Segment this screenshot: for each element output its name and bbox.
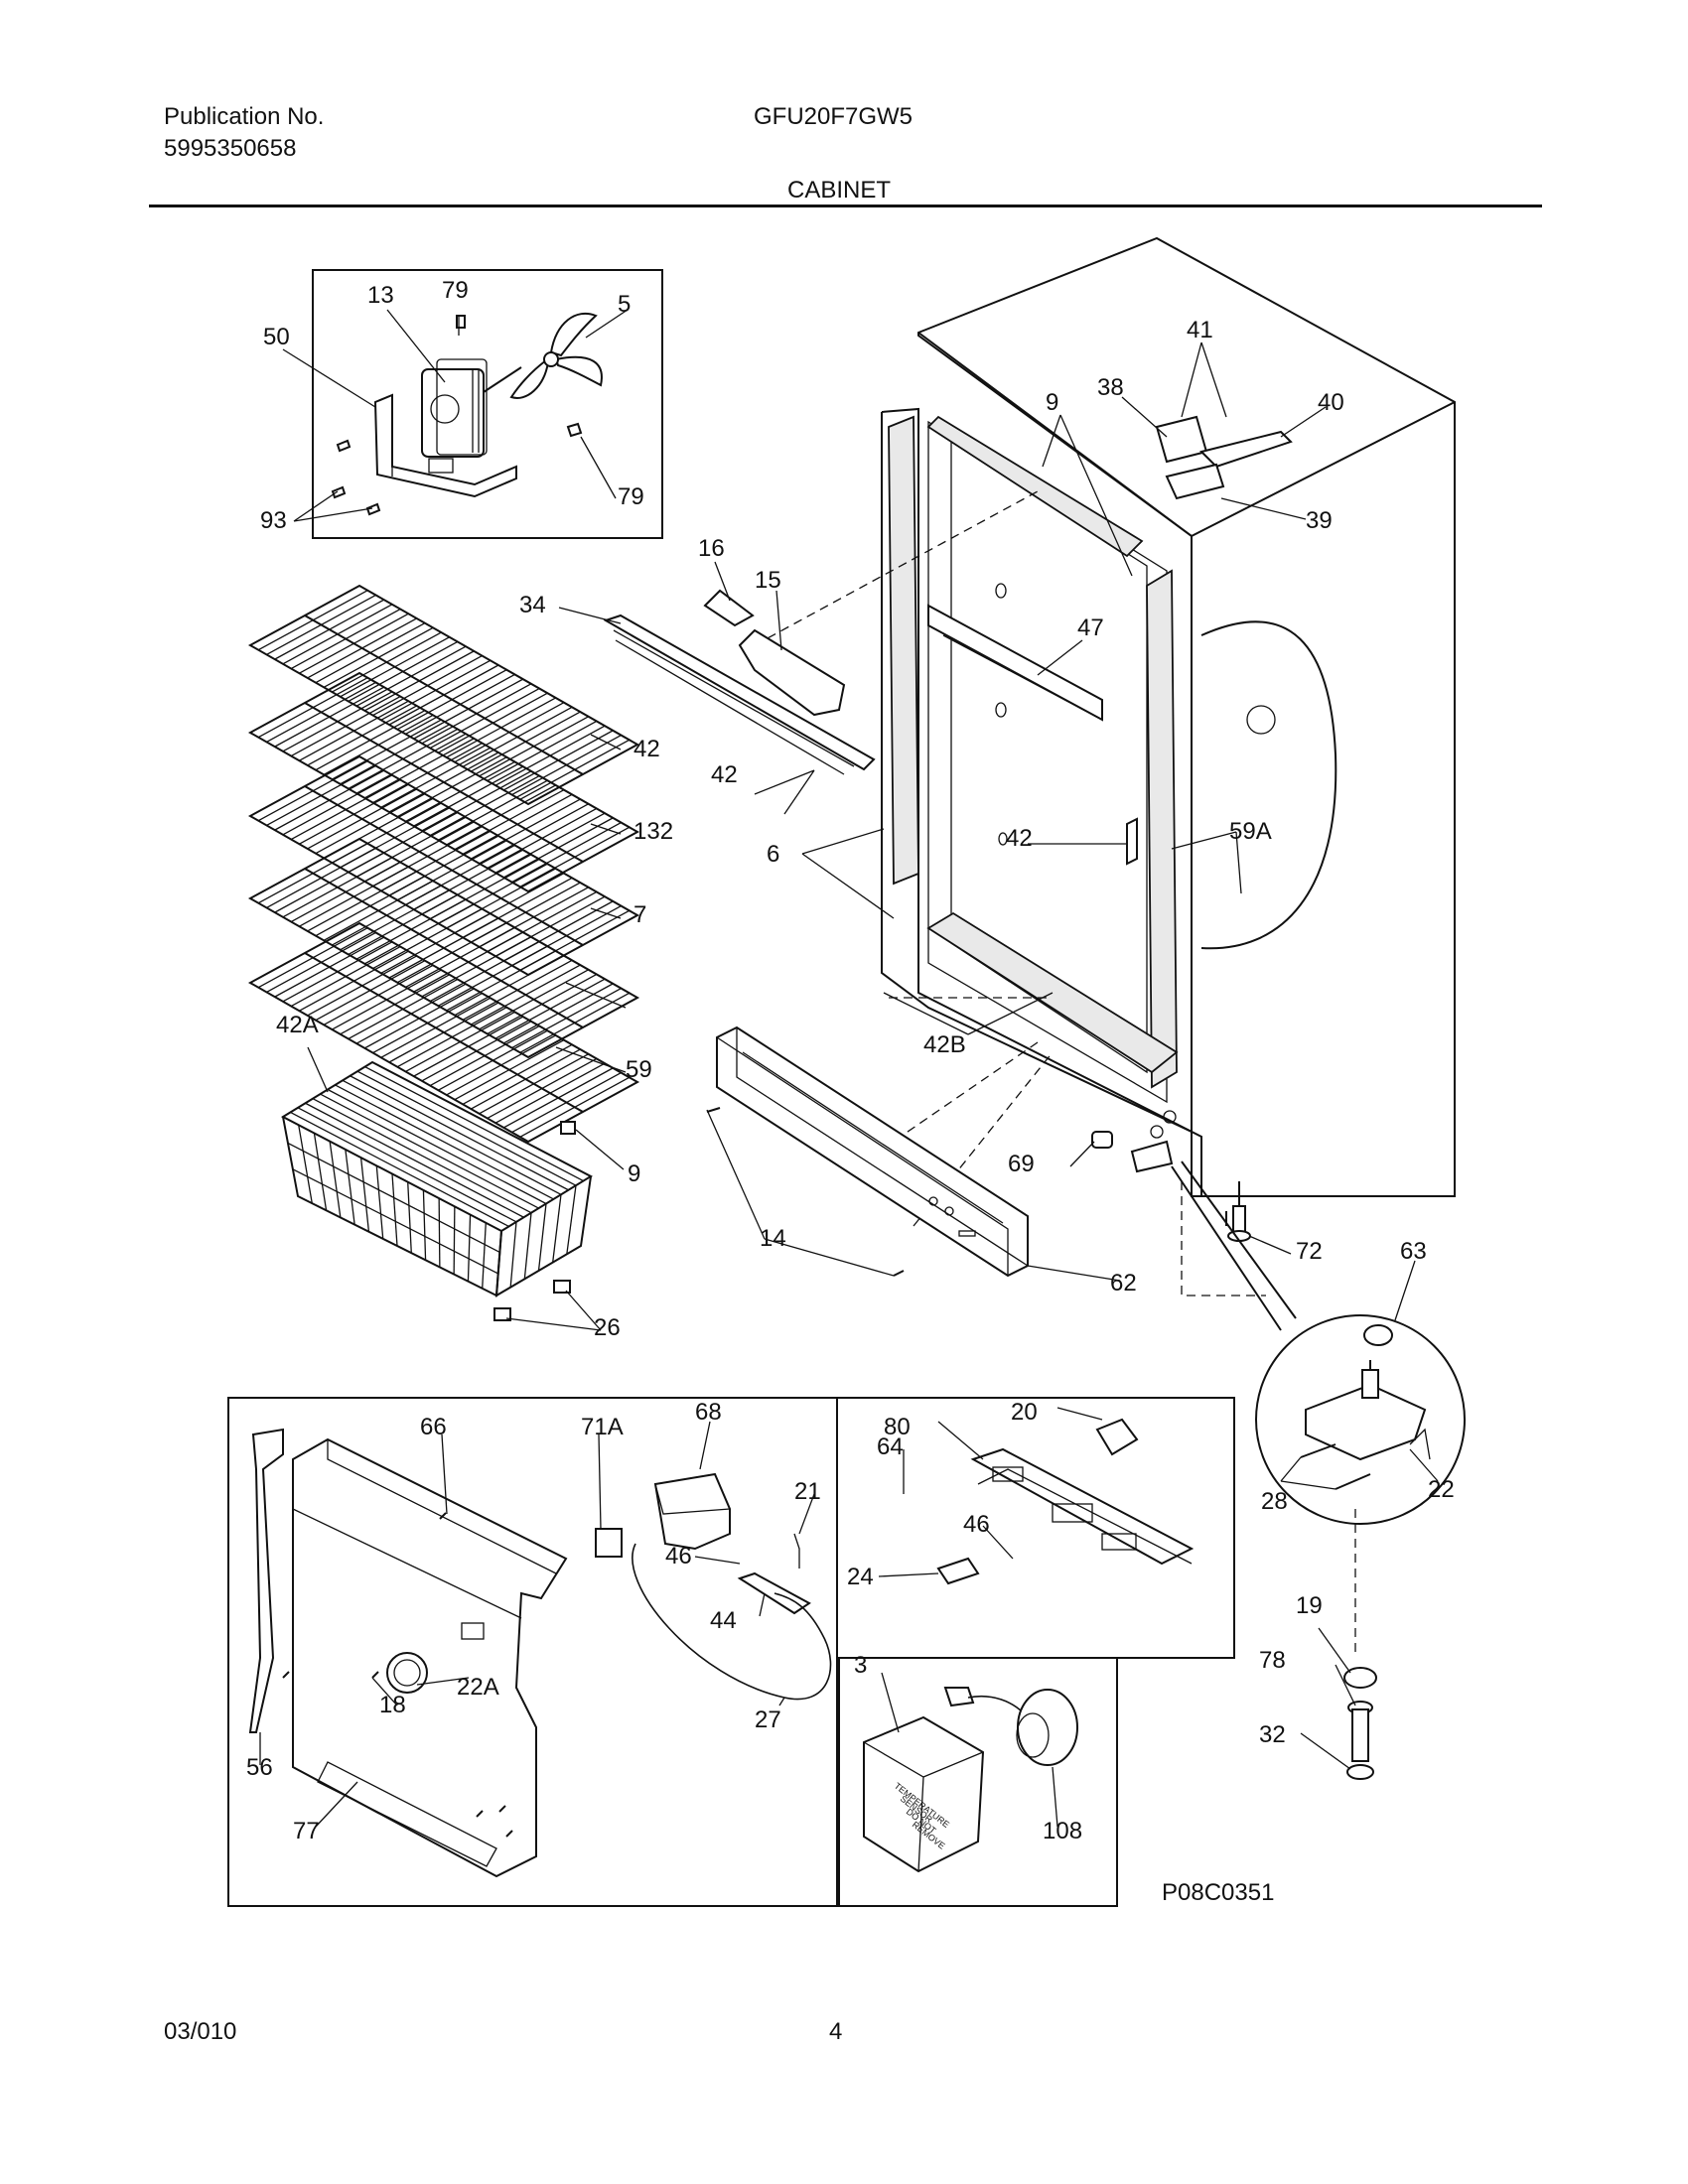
callout-label: 16 (698, 535, 725, 562)
temperature-sensor-inset-frame (838, 1657, 1118, 1907)
wire-shelf (247, 671, 640, 893)
callout-label: 38 (1097, 374, 1124, 401)
header-rule (149, 205, 1542, 207)
callout-label: 13 (367, 282, 394, 309)
callout-label: 80 (884, 1414, 911, 1440)
callout-label: 63 (1400, 1238, 1427, 1265)
callout-label: 78 (1259, 1647, 1286, 1674)
publication-label: Publication No. (164, 103, 325, 130)
section-title: CABINET (787, 177, 892, 204)
motor-bracket (373, 393, 517, 498)
callout-label: 77 (293, 1818, 320, 1844)
inset-screws (331, 315, 583, 516)
callout-label: 132 (633, 818, 673, 845)
lower-hinge-parts (1091, 1131, 1193, 1171)
callout-label: 19 (1296, 1592, 1323, 1619)
page-number: 4 (829, 2018, 843, 2045)
leveling-leg (1343, 1667, 1377, 1780)
footer-date: 03/010 (164, 2018, 237, 2045)
light-tray (603, 589, 876, 775)
diagram-code: P08C0351 (1162, 1879, 1275, 1906)
callout-label: 46 (665, 1543, 692, 1570)
callout-label: 72 (1296, 1238, 1323, 1265)
callout-label: 3 (854, 1652, 867, 1679)
callout-label: 69 (1008, 1151, 1035, 1177)
callout-label: 50 (263, 324, 290, 350)
callout-label: 22 (1428, 1476, 1455, 1503)
callout-label: 7 (633, 901, 646, 928)
cabinet-body (881, 236, 1456, 1242)
callout-label: 32 (1259, 1721, 1286, 1748)
callout-label: 18 (379, 1692, 406, 1718)
callout-label: 79 (442, 277, 469, 304)
light-switch-inset (836, 1397, 1235, 1659)
wire-shelf (247, 921, 640, 1144)
callout-label: 44 (710, 1607, 737, 1634)
callout-label: 28 (1261, 1488, 1288, 1515)
callout-label: 6 (767, 841, 779, 868)
callout-label: 5 (618, 291, 631, 318)
callout-label: 108 (1043, 1818, 1082, 1844)
callout-label: 14 (760, 1225, 786, 1252)
callout-label: 42 (711, 761, 738, 788)
callout-label: 42A (276, 1012, 319, 1038)
callout-label: 47 (1077, 614, 1104, 641)
callout-label: 59 (626, 1056, 652, 1083)
callout-label: 39 (1306, 507, 1333, 534)
hinge-detail (1171, 1160, 1466, 1525)
callout-label: 34 (519, 592, 546, 618)
callout-label: 41 (1187, 317, 1213, 343)
wire-shelf (247, 584, 640, 806)
callout-label: 62 (1110, 1270, 1137, 1297)
callout-label: 9 (1046, 389, 1058, 416)
wire-shelves (247, 584, 640, 1144)
control-panel-inset (227, 1397, 838, 1907)
callout-label: 27 (755, 1706, 781, 1733)
callout-label: 24 (847, 1564, 874, 1590)
callout-label: 40 (1318, 389, 1344, 416)
fan-blade (509, 312, 603, 399)
callout-label: 93 (260, 507, 287, 534)
callout-label: 42 (1006, 825, 1033, 852)
fan-motor-inset-frame (312, 269, 663, 539)
fan-motor (421, 358, 522, 474)
wire-basket (280, 1060, 594, 1297)
callout-label: 20 (1011, 1399, 1038, 1426)
callout-label: 15 (755, 567, 781, 594)
callout-label: 79 (618, 483, 644, 510)
callout-label: 64 (877, 1433, 904, 1460)
fan-motor-inset (312, 269, 663, 539)
callout-leaders (259, 309, 1439, 1828)
callout-label: 9 (628, 1160, 640, 1187)
basket-clips (493, 1121, 576, 1321)
callout-label: 42 (633, 736, 660, 762)
callout-label: 68 (695, 1399, 722, 1426)
callout-label: 21 (794, 1478, 821, 1505)
model-number: GFU20F7GW5 (754, 103, 914, 130)
callout-label: 71A (581, 1414, 624, 1440)
callout-label: 22A (457, 1674, 499, 1701)
callout-label: 42B (923, 1031, 966, 1058)
publication-number: 5995350658 (164, 135, 297, 162)
callout-label: 46 (963, 1511, 990, 1538)
wire-shelf (247, 837, 640, 1059)
kickplate (706, 1025, 1029, 1278)
